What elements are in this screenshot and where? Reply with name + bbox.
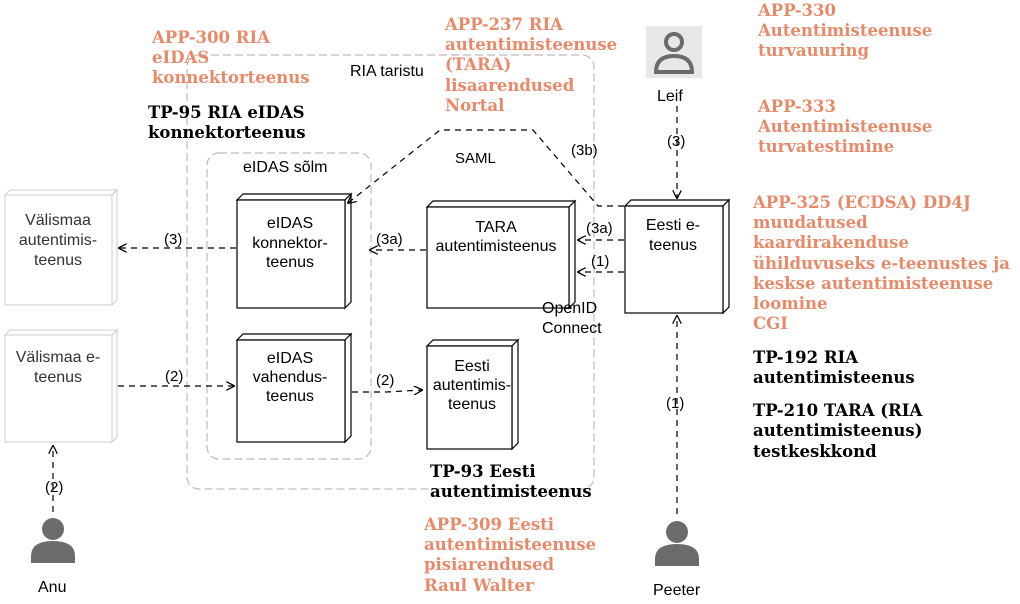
svg-text:Raul Walter: Raul Walter	[424, 576, 534, 595]
svg-text:Nortal: Nortal	[445, 96, 504, 115]
foreign-auth-node: Välismaa autentimis- teenus	[3, 188, 119, 307]
svg-text:Peeter: Peeter	[653, 582, 701, 599]
eidas-proxy-node: eIDAS vahendus- teenus	[235, 332, 353, 444]
svg-text:Leif: Leif	[657, 88, 683, 105]
svg-text:(1): (1)	[666, 395, 684, 412]
svg-text:kaardirakenduse: kaardirakenduse	[753, 233, 909, 252]
svg-text:Connect: Connect	[542, 320, 602, 337]
edge-proxy-to-eesti-auth	[352, 390, 422, 392]
svg-text:(3): (3)	[164, 231, 182, 248]
svg-text:turvatestimine: turvatestimine	[758, 137, 894, 156]
svg-text:vahendus-: vahendus-	[253, 369, 328, 386]
eesti-eservice-node: Eesti e- teenus	[623, 198, 731, 315]
svg-text:autentimisteenuse: autentimisteenuse	[445, 35, 617, 54]
peeter-person-icon: Peeter	[653, 521, 701, 599]
svg-text:Välismaa: Välismaa	[25, 212, 91, 229]
eidas-connector-node: eIDAS konnektor- teenus	[235, 192, 353, 310]
eesti-auth-node: Eesti autentimis- teenus	[425, 338, 520, 451]
svg-text:(1): (1)	[591, 253, 609, 270]
svg-text:eIDAS: eIDAS	[267, 350, 313, 367]
svg-text:autentimisteenus: autentimisteenus	[753, 368, 915, 387]
annotation-app237: APP-237 RIA autentimisteenuse (TARA) lis…	[444, 15, 617, 115]
svg-text:APP-300 RIA: APP-300 RIA	[151, 28, 270, 47]
annotation-app330: APP-330 Autentimisteenuse turvauuring	[757, 1, 932, 60]
annotation-app325: APP-325 (ECDSA) DD4J muudatused kaardira…	[752, 193, 1010, 333]
svg-text:(2): (2)	[165, 368, 183, 385]
svg-text:Välismaa e-: Välismaa e-	[16, 349, 100, 366]
ria-taristu-label: RIA taristu	[350, 63, 424, 80]
svg-text:teenus: teenus	[34, 252, 82, 269]
svg-text:konnektorteenus: konnektorteenus	[152, 68, 310, 87]
svg-text:testkeskkond: testkeskkond	[753, 442, 877, 461]
svg-text:teenus: teenus	[649, 237, 697, 254]
svg-text:pisiarendused: pisiarendused	[424, 555, 555, 574]
eidas-node-label: eIDAS sõlm	[243, 159, 327, 176]
svg-text:TARA: TARA	[475, 219, 517, 236]
svg-text:teenus: teenus	[448, 396, 496, 413]
svg-text:APP-309 Eesti: APP-309 Eesti	[423, 515, 554, 534]
tara-node: TARA autentimisteenus	[425, 199, 577, 310]
svg-text:(2): (2)	[45, 479, 63, 496]
foreign-eservice-node: Välismaa e- teenus	[3, 328, 119, 444]
svg-text:TP-210 TARA (RIA: TP-210 TARA (RIA	[753, 401, 922, 420]
svg-text:autentimisteenus: autentimisteenus	[436, 238, 557, 255]
svg-text:loomine: loomine	[753, 294, 828, 313]
svg-text:autentimisteenus): autentimisteenus)	[753, 421, 922, 440]
svg-text:Anu: Anu	[38, 579, 66, 596]
svg-text:teenus: teenus	[266, 388, 314, 405]
svg-text:CGI: CGI	[753, 314, 788, 333]
svg-text:Eesti: Eesti	[454, 358, 490, 375]
svg-text:TP-95 RIA eIDAS: TP-95 RIA eIDAS	[148, 103, 305, 122]
svg-text:APP-237 RIA: APP-237 RIA	[444, 15, 563, 34]
svg-text:autentimis-: autentimis-	[19, 232, 97, 249]
svg-text:eIDAS: eIDAS	[152, 48, 209, 67]
leif-person-icon: Leif	[646, 26, 702, 105]
svg-text:keskse autentimisteenuse: keskse autentimisteenuse	[753, 274, 993, 293]
svg-text:Autentimisteenuse: Autentimisteenuse	[757, 117, 932, 136]
svg-text:(3a): (3a)	[586, 220, 613, 237]
annotation-app300: APP-300 RIA eIDAS konnektorteenus	[151, 28, 310, 87]
svg-text:TP-192 RIA: TP-192 RIA	[753, 348, 858, 367]
eidas-node-group	[206, 152, 372, 460]
annotation-app309: APP-309 Eesti autentimisteenuse pisiaren…	[423, 515, 596, 595]
svg-text:Eesti e-: Eesti e-	[646, 217, 700, 234]
svg-text:(2): (2)	[376, 372, 394, 389]
svg-text:autentimis-: autentimis-	[433, 377, 511, 394]
annotation-tp192: TP-192 RIA autentimisteenus	[753, 348, 915, 387]
svg-text:lisaarendused: lisaarendused	[445, 76, 575, 95]
svg-text:APP-325 (ECDSA) DD4J: APP-325 (ECDSA) DD4J	[752, 193, 971, 212]
svg-text:teenus: teenus	[34, 369, 82, 386]
svg-text:Autentimisteenuse: Autentimisteenuse	[757, 21, 932, 40]
anu-person-icon: Anu	[31, 518, 75, 596]
svg-text:APP-330: APP-330	[757, 1, 836, 20]
svg-text:ühilduvuseks e-teenustes ja: ühilduvuseks e-teenustes ja	[753, 254, 1010, 273]
edge-saml	[348, 129, 624, 207]
annotation-app333: APP-333 Autentimisteenuse turvatestimine	[757, 97, 932, 156]
svg-text:SAML: SAML	[455, 150, 496, 167]
svg-text:teenus: teenus	[266, 254, 314, 271]
openid-connect-label: OpenID	[542, 300, 597, 317]
annotation-tp93: TP-93 Eesti autentimisteenus	[430, 462, 592, 501]
svg-text:(TARA): (TARA)	[445, 55, 511, 74]
ria-taristu-group	[186, 54, 595, 490]
svg-text:konnektorteenus: konnektorteenus	[148, 123, 306, 142]
svg-text:TP-93 Eesti: TP-93 Eesti	[430, 462, 536, 481]
svg-text:konnektor-: konnektor-	[252, 235, 328, 252]
annotation-tp95: TP-95 RIA eIDAS konnektorteenus	[148, 103, 306, 142]
svg-text:(3b): (3b)	[571, 142, 598, 159]
svg-text:(3): (3)	[667, 133, 685, 150]
svg-text:APP-333: APP-333	[757, 97, 836, 116]
svg-text:eIDAS: eIDAS	[267, 215, 313, 232]
svg-text:autentimisteenuse: autentimisteenuse	[424, 535, 596, 554]
annotation-tp210: TP-210 TARA (RIA autentimisteenus) testk…	[753, 401, 922, 461]
svg-text:muudatused: muudatused	[753, 213, 868, 232]
svg-text:turvauuring: turvauuring	[758, 41, 870, 60]
svg-text:(3a): (3a)	[376, 231, 403, 248]
svg-text:autentimisteenus: autentimisteenus	[430, 482, 592, 501]
